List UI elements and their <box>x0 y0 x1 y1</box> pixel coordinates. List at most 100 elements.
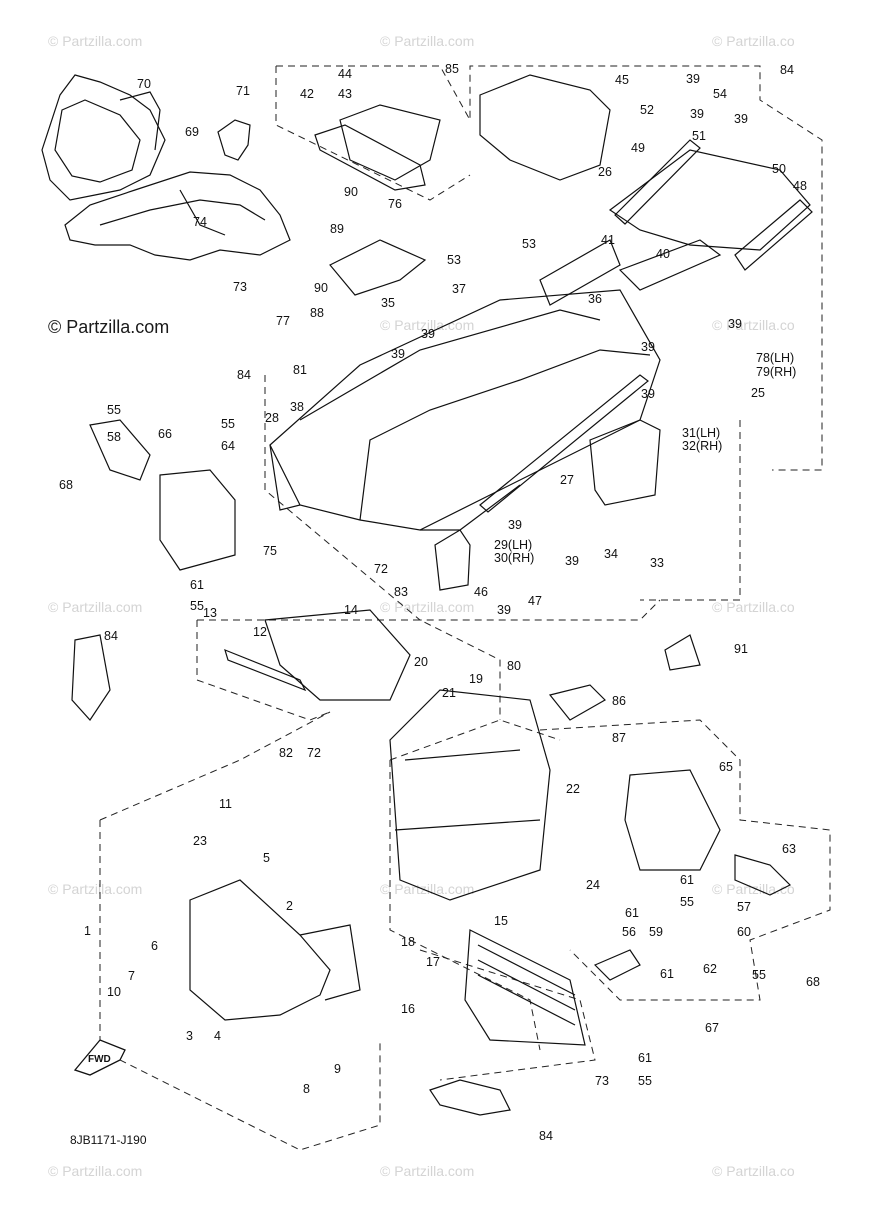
part-59-plate <box>593 949 641 981</box>
parts-artwork <box>41 74 813 1116</box>
callout-7: 7 <box>128 969 135 983</box>
watermark: © Partzilla.com <box>48 1163 142 1179</box>
callout-8: 8 <box>303 1082 310 1096</box>
watermark: © Partzilla.co <box>712 33 795 49</box>
part-69-cowl-lower <box>64 171 291 261</box>
callout-39: 39 <box>690 107 704 121</box>
callout-39: 39 <box>421 327 435 341</box>
outline-center <box>389 760 541 1051</box>
callout-83: 83 <box>394 585 408 599</box>
callout-4: 4 <box>214 1029 221 1043</box>
callout-50: 50 <box>772 162 786 176</box>
callout-60: 60 <box>737 925 751 939</box>
callout-28: 28 <box>265 411 279 425</box>
callout-37: 37 <box>452 282 466 296</box>
callout-layer: 1 2 3 4 5 6 7 8 9 10 11 12 13 14 15 16 1… <box>59 62 820 1143</box>
callout-55: 55 <box>638 1074 652 1088</box>
callout-32: 32(RH) <box>682 439 722 453</box>
callout-15: 15 <box>494 914 508 928</box>
callout-79: 79(RH) <box>756 365 796 379</box>
callout-39: 39 <box>641 387 655 401</box>
part-1-subframe <box>189 879 361 1021</box>
callout-18: 18 <box>401 935 415 949</box>
callout-22: 22 <box>566 782 580 796</box>
callout-39: 39 <box>508 518 522 532</box>
watermark: © Partzilla.com <box>48 599 142 615</box>
part-70-cowl <box>41 74 166 201</box>
part-27-rail <box>479 374 649 513</box>
callout-5: 5 <box>263 851 270 865</box>
callout-39: 39 <box>497 603 511 617</box>
callout-84: 84 <box>104 629 118 643</box>
callout-87: 87 <box>612 731 626 745</box>
outline-right-sub <box>539 719 831 1001</box>
callout-55: 55 <box>752 968 766 982</box>
outline-left-sub-top <box>99 711 331 821</box>
callout-55: 55 <box>680 895 694 909</box>
callout-24: 24 <box>586 878 600 892</box>
callout-52: 52 <box>640 103 654 117</box>
callout-1: 1 <box>84 924 91 938</box>
part-86-plate <box>548 684 606 721</box>
callout-49: 49 <box>631 141 645 155</box>
callout-68: 68 <box>59 478 73 492</box>
callout-75: 75 <box>263 544 277 558</box>
callout-55: 55 <box>221 417 235 431</box>
callout-53: 53 <box>447 253 461 267</box>
callout-81: 81 <box>293 363 307 377</box>
callout-42: 42 <box>300 87 314 101</box>
callout-78: 78(LH) <box>756 351 794 365</box>
part-58-bracket <box>89 419 151 481</box>
callout-39: 39 <box>565 554 579 568</box>
callout-36: 36 <box>588 292 602 306</box>
watermark: © Partzilla.com <box>380 317 474 333</box>
callout-61: 61 <box>680 873 694 887</box>
callout-40: 40 <box>656 247 670 261</box>
callout-77: 77 <box>276 314 290 328</box>
callout-41: 41 <box>601 233 615 247</box>
callout-10: 10 <box>107 985 121 999</box>
assembly-outlines <box>99 65 831 1151</box>
callout-70: 70 <box>137 77 151 91</box>
callout-46: 46 <box>474 585 488 599</box>
callout-45: 45 <box>615 73 629 87</box>
watermark: © Partzilla.com <box>48 33 142 49</box>
part-84-cover <box>71 634 111 721</box>
callout-56: 56 <box>622 925 636 939</box>
callout-84: 84 <box>780 63 794 77</box>
callout-84: 84 <box>237 368 251 382</box>
callout-51: 51 <box>692 129 706 143</box>
callout-31: 31(LH) <box>682 426 720 440</box>
callout-53: 53 <box>522 237 536 251</box>
part-31-plate <box>589 419 661 506</box>
callout-90: 90 <box>344 185 358 199</box>
part-84-hose <box>429 1079 511 1116</box>
watermark: © Partzilla.co <box>712 1163 795 1179</box>
callout-65: 65 <box>719 760 733 774</box>
callout-61: 61 <box>660 967 674 981</box>
callout-71: 71 <box>236 84 250 98</box>
callout-91: 91 <box>734 642 748 656</box>
callout-57: 57 <box>737 900 751 914</box>
outline-main-frame <box>264 375 661 621</box>
callout-89: 89 <box>330 222 344 236</box>
callout-17: 17 <box>426 955 440 969</box>
watermark: © Partzilla.com <box>380 881 474 897</box>
part-91-bracket <box>664 634 701 671</box>
callout-62: 62 <box>703 962 717 976</box>
callout-39: 39 <box>641 340 655 354</box>
part-71-bracket <box>217 119 251 161</box>
callout-11: 11 <box>219 797 232 811</box>
callout-38: 38 <box>290 400 304 414</box>
callout-61: 61 <box>190 578 204 592</box>
callout-84: 84 <box>539 1129 553 1143</box>
callout-59: 59 <box>649 925 663 939</box>
part-65-plate <box>624 769 721 871</box>
callout-44: 44 <box>338 67 352 81</box>
watermark: © Partzilla.com <box>380 599 474 615</box>
outline-upper-rear <box>276 65 823 471</box>
callout-69: 69 <box>185 125 199 139</box>
callout-48: 48 <box>793 179 807 193</box>
callout-19: 19 <box>469 672 483 686</box>
